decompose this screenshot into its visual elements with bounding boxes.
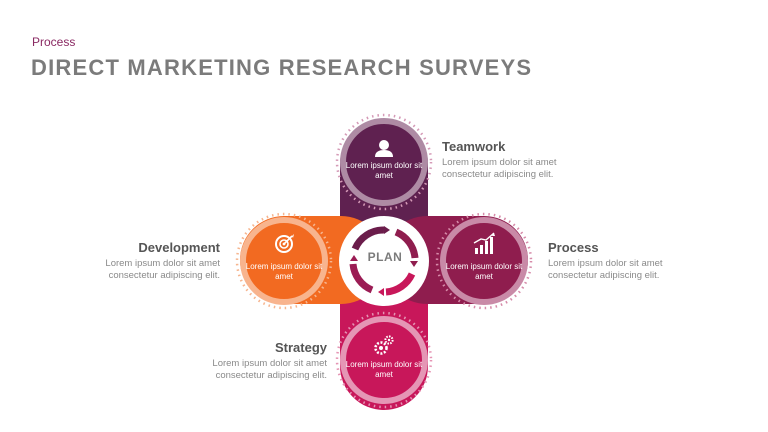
process-title: Process (548, 240, 599, 255)
development-title: Development (138, 240, 220, 255)
strategy-node-text: Lorem ipsum dolor sit amet (345, 360, 423, 379)
process-node-text: Lorem ipsum dolor sit amet (445, 262, 523, 281)
strategy-description-line2: consectetur adipiscing elit. (215, 370, 327, 381)
gears-icon (374, 335, 394, 355)
strategy-node (340, 316, 428, 404)
plan-ring-segment (385, 272, 416, 296)
plan-ring-segment (349, 263, 374, 294)
teamwork-node-text: Lorem ipsum dolor sit amet (345, 161, 423, 180)
process-description-line2: consectetur adipiscing elit. (548, 270, 660, 281)
process-description-line1: Lorem ipsum dolor sit amet (548, 258, 663, 269)
plan-arrow (350, 255, 358, 261)
plan-ring-segment (394, 228, 419, 259)
target-icon (275, 234, 294, 253)
strategy-description-line1: Lorem ipsum dolor sit amet (212, 358, 327, 369)
slide-title: DIRECT MARKETING RESEARCH SURVEYS (31, 55, 533, 80)
development-node-text: Lorem ipsum dolor sit amet (245, 262, 323, 281)
development-description-line2: consectetur adipiscing elit. (108, 270, 220, 281)
teamwork-title: Teamwork (442, 139, 506, 154)
teamwork-description-line2: consectetur adipiscing elit. (442, 169, 554, 180)
teamwork-description-line1: Lorem ipsum dolor sit amet (442, 157, 557, 168)
development-description-line1: Lorem ipsum dolor sit amet (105, 258, 220, 269)
process-dotted-halo (435, 212, 533, 310)
plan-ring-segment (351, 226, 385, 251)
plan-arrow (378, 288, 384, 296)
bar-chart-icon (473, 232, 495, 254)
development-dotted-halo (235, 212, 333, 310)
slide-kicker: Process (32, 35, 76, 49)
plan-arrow (410, 261, 418, 267)
plan-arrow (384, 226, 390, 234)
teamwork-node (340, 118, 428, 206)
strategy-title: Strategy (274, 340, 327, 355)
development-node (240, 217, 328, 305)
plan-label: PLAN (367, 250, 403, 264)
process-node (440, 217, 528, 305)
user-icon (375, 140, 393, 157)
strategy-dotted-halo (335, 311, 433, 409)
teamwork-dotted-halo (335, 113, 433, 211)
